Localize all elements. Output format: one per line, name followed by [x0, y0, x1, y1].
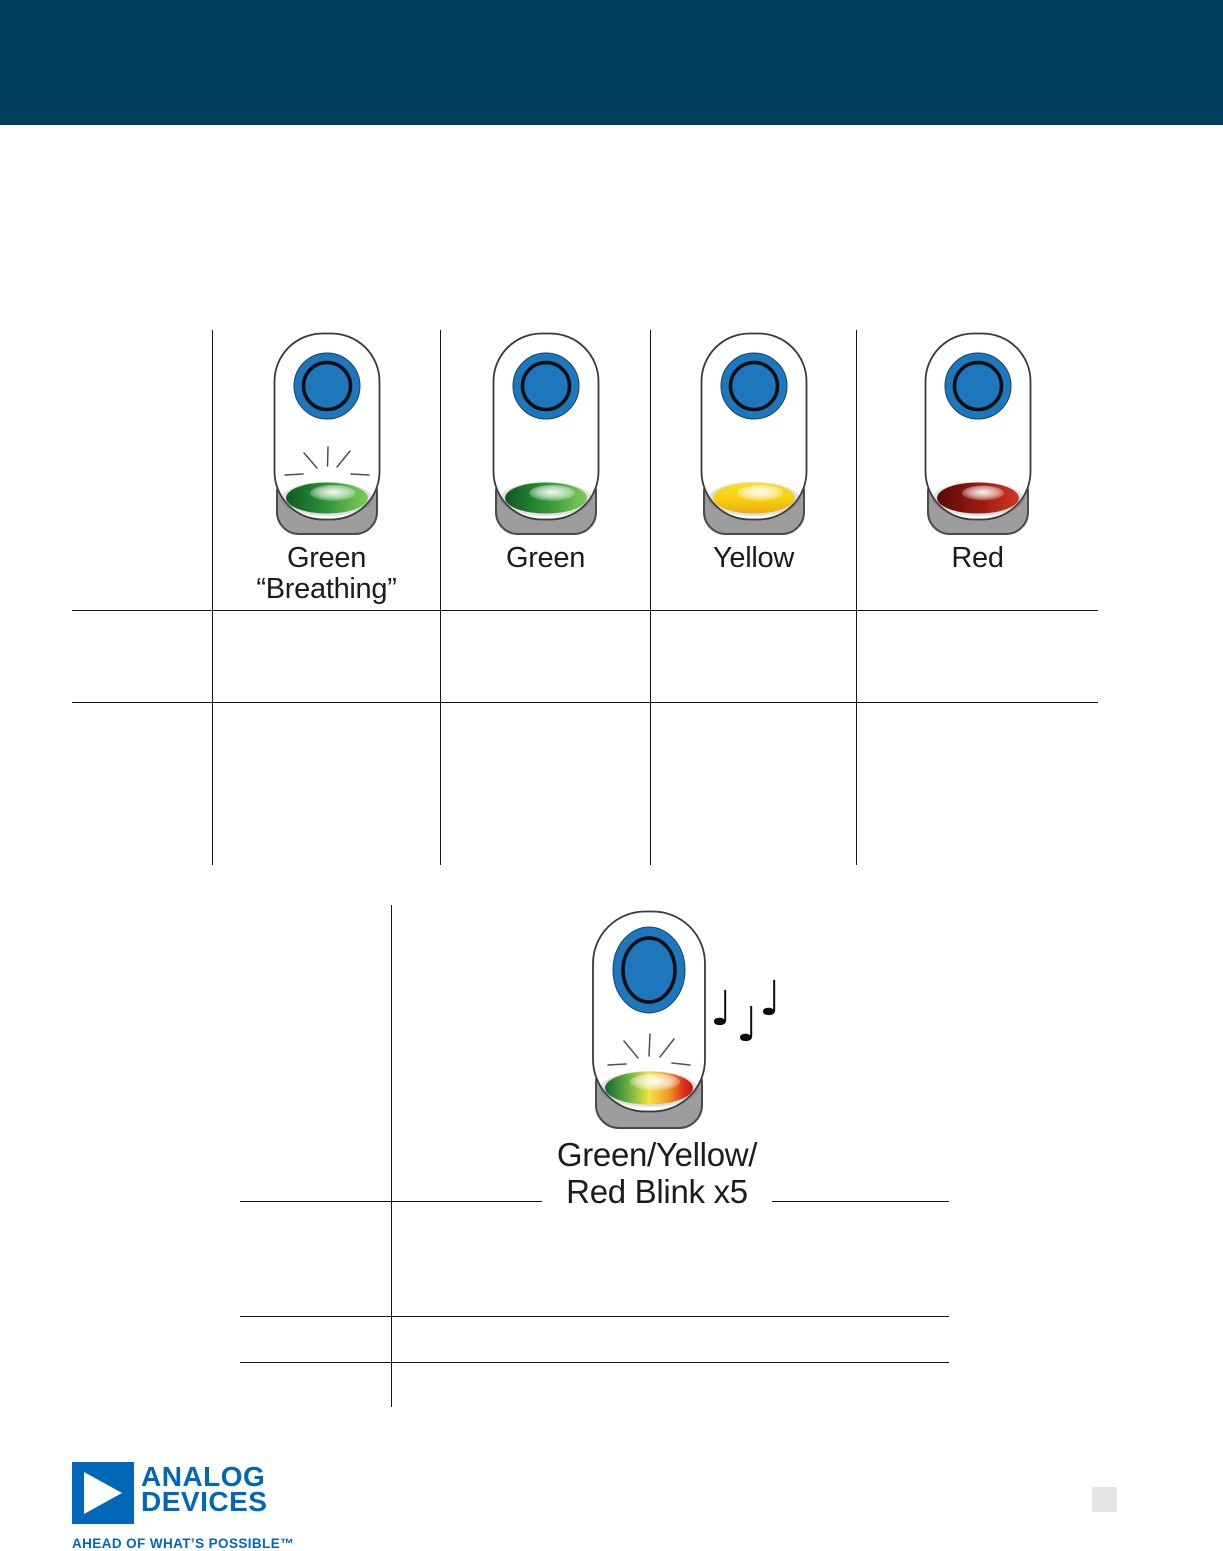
- adi-logo-mark-icon: [72, 1462, 134, 1524]
- figure-label-line1: Red: [951, 542, 1004, 574]
- figure-label: Red: [951, 542, 1004, 574]
- table-cell: [392, 1317, 949, 1363]
- breathing-rays-icon: [607, 1033, 691, 1066]
- figure-label: Green: [506, 543, 585, 574]
- figure-label: Yellow: [713, 543, 794, 574]
- figure-label-line1: Green/Yellow/: [556, 1136, 758, 1173]
- music-note-icon: ♩: [710, 981, 733, 1037]
- table-cell: [240, 1202, 392, 1317]
- figure-label-line1: Yellow: [713, 542, 794, 574]
- device-illustration: [273, 332, 380, 535]
- figure-green-breathing: Green “Breathing”: [213, 330, 441, 611]
- adi-brand-line2: DEVICES: [141, 1486, 268, 1517]
- device-illustration: [700, 332, 807, 535]
- device-illustration: [592, 910, 706, 1129]
- table-cell: [651, 703, 857, 865]
- led-state-table: Green “Breathing” Green: [72, 330, 1098, 865]
- adi-logo: ANALOG DEVICES AHEAD OF WHAT’S POSSIBLE™: [72, 1462, 294, 1551]
- adi-brand-line1: ANALOG: [141, 1461, 266, 1492]
- adi-brand-name: ANALOG DEVICES: [141, 1461, 268, 1517]
- table-cell: [857, 703, 1098, 865]
- table-cell: [651, 611, 857, 703]
- table-cell: [392, 1202, 949, 1317]
- page-number-placeholder: [1092, 1487, 1117, 1512]
- adi-tagline: AHEAD OF WHAT’S POSSIBLE™: [72, 1536, 295, 1551]
- table-cell: [240, 1363, 392, 1407]
- figure-label: Green “Breathing”: [256, 543, 396, 605]
- figure-label-line2: Red Blink x5: [566, 1173, 748, 1210]
- figure-green-solid: Green: [441, 330, 651, 611]
- table-cell: [240, 1317, 392, 1363]
- table-cell: [213, 611, 441, 703]
- figure-label-line1: Green: [505, 542, 586, 574]
- figure-multicolor-blink: ♩ ♩ ♩ Green/Yellow/ Red Blink x5: [392, 905, 949, 1210]
- blink-pattern-table: ♩ ♩ ♩ Green/Yellow/ Red Blink x5: [240, 905, 949, 1407]
- music-note-icon: ♩: [759, 971, 782, 1027]
- figure-yellow-solid: Yellow: [651, 330, 857, 611]
- table-cell: [213, 703, 441, 865]
- music-note-icon: ♩: [736, 997, 759, 1053]
- table-cell: [72, 611, 213, 703]
- header-bar: [0, 0, 1223, 125]
- figure-label-line1: Green: [286, 542, 367, 574]
- table-cell: [441, 611, 651, 703]
- table-cell-row-header: [240, 905, 392, 1202]
- figure-red-solid: Red: [857, 330, 1098, 611]
- table-cell: [441, 703, 651, 865]
- figure-label: Green/Yellow/ Red Blink x5: [542, 1136, 772, 1210]
- breathing-rays-icon: [283, 446, 370, 476]
- figure-label-line2: “Breathing”: [256, 573, 397, 605]
- table-cell: [857, 611, 1098, 703]
- device-illustration: [924, 332, 1031, 535]
- figure-multicolor-blink-cell: ♩ ♩ ♩ Green/Yellow/ Red Blink x5: [392, 905, 949, 1210]
- table-cell: [72, 703, 213, 865]
- table-rule: [72, 609, 1098, 611]
- device-illustration: [492, 332, 599, 535]
- table-cell-row-header: [72, 330, 213, 611]
- table-cell: [392, 1363, 949, 1407]
